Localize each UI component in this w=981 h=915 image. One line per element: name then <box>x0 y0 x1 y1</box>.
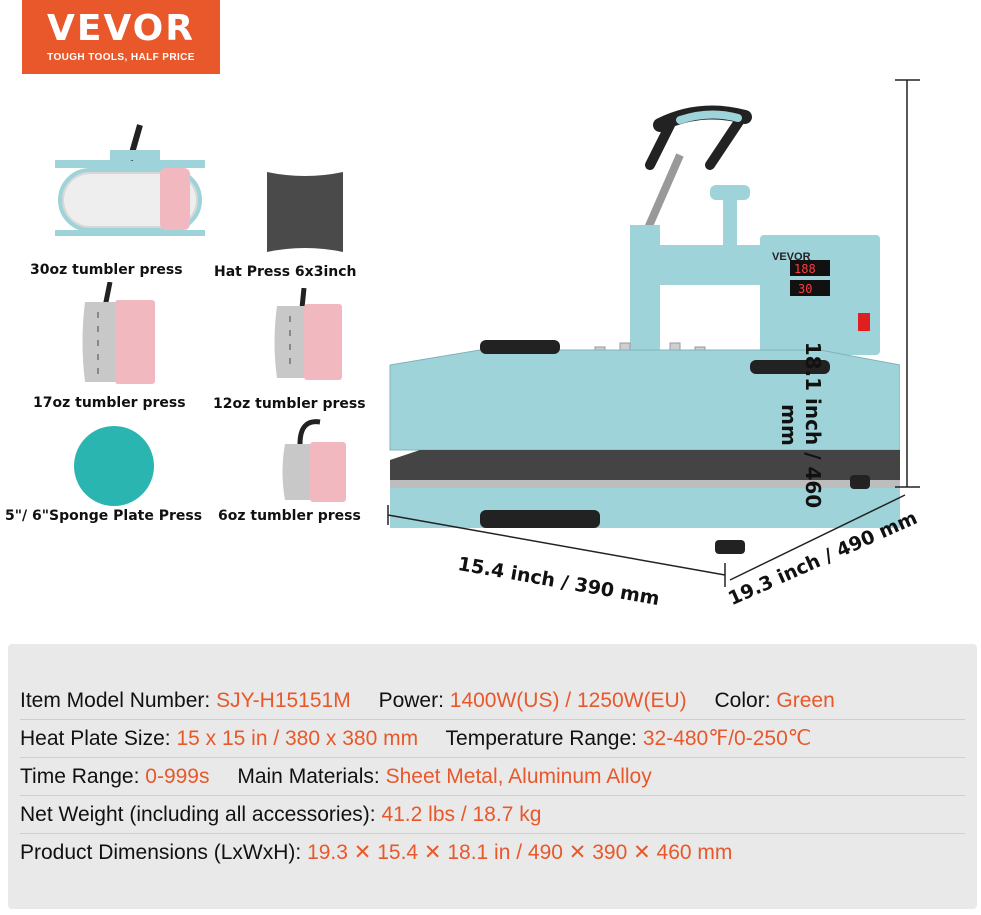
spec-power-key: Power: <box>378 689 444 712</box>
spec-dimensions-value: 19.3 ✕ 15.4 ✕ 18.1 in / 490 ✕ 390 ✕ 460 … <box>307 841 733 864</box>
accessory-label-6oz: 6oz tumbler press <box>218 508 361 524</box>
spec-time-key: Time Range: <box>20 765 140 788</box>
tumbler-press-17oz-icon <box>82 282 155 384</box>
accessory-label-30oz: 30oz tumbler press <box>30 262 183 278</box>
dimension-height: 18.1 inch / 460 mm <box>777 325 825 525</box>
spec-temp-value: 32-480℉/0-250℃ <box>642 727 812 750</box>
spec-color-value: Green <box>776 689 835 712</box>
spec-materials-value: Sheet Metal, Aluminum Alloy <box>385 765 652 788</box>
heat-press-machine: VEVOR 188 30 <box>389 105 900 554</box>
spec-color-key: Color: <box>714 689 771 712</box>
hat-press-pad-icon <box>267 172 343 252</box>
spec-model-value: SJY-H15151M <box>216 689 351 712</box>
spec-model-key: Item Model Number: <box>20 689 211 712</box>
tumbler-press-6oz-icon <box>282 419 346 502</box>
spec-plate-key: Heat Plate Size: <box>20 727 171 750</box>
spec-time-value: 0-999s <box>145 765 210 788</box>
accessory-label-sponge-plate: 5"/ 6"Sponge Plate Press <box>5 508 203 524</box>
accessory-label-17oz: 17oz tumbler press <box>33 395 186 411</box>
spec-row-model-power-color: Item Model Number: SJY-H15151M Power: 14… <box>20 682 965 720</box>
specs-panel: Item Model Number: SJY-H15151M Power: 14… <box>8 644 977 909</box>
logo-brand-text: VEVOR <box>46 8 195 49</box>
vevor-logo: VEVOR TOUGH TOOLS, HALF PRICE <box>22 0 220 74</box>
spec-weight-key: Net Weight (including all accessories): <box>20 803 376 826</box>
spec-row-dimensions: Product Dimensions (LxWxH): 19.3 ✕ 15.4 … <box>20 834 965 871</box>
dimension-lines <box>387 79 920 587</box>
logo-tagline: TOUGH TOOLS, HALF PRICE <box>47 52 195 63</box>
tumbler-press-12oz-icon <box>274 288 342 380</box>
spec-weight-value: 41.2 lbs / 18.7 kg <box>381 803 542 826</box>
spec-plate-value: 15 x 15 in / 380 x 380 mm <box>176 727 419 750</box>
machine-temp-display: 188 <box>794 262 816 276</box>
spec-row-time-materials: Time Range: 0-999s Main Materials: Sheet… <box>20 758 965 796</box>
machine-time-display: 30 <box>798 282 812 296</box>
spec-power-value: 1400W(US) / 1250W(EU) <box>449 689 687 712</box>
spec-materials-key: Main Materials: <box>237 765 380 788</box>
spec-row-weight: Net Weight (including all accessories): … <box>20 796 965 834</box>
spec-dimensions-key: Product Dimensions (LxWxH): <box>20 841 302 864</box>
spec-row-plate-temp: Heat Plate Size: 15 x 15 in / 380 x 380 … <box>20 720 965 758</box>
dimension-height-label: 18.1 inch / 460 mm <box>777 341 825 509</box>
sponge-plate-icon <box>74 426 154 506</box>
accessory-label-12oz: 12oz tumbler press <box>213 396 366 412</box>
tumbler-press-30oz-icon <box>55 124 205 236</box>
accessory-label-hat-press: Hat Press 6x3inch <box>214 264 357 280</box>
spec-temp-key: Temperature Range: <box>445 727 637 750</box>
